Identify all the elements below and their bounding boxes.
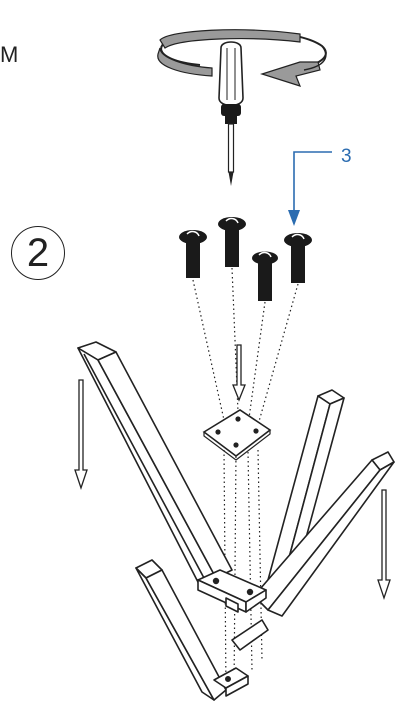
guide-lines (192, 267, 299, 691)
bolt-icon (284, 233, 312, 283)
bolt-icon (252, 251, 278, 301)
step-number: 2 (26, 231, 50, 275)
callout-number: 3 (341, 146, 352, 167)
mounting-plate-icon (202, 409, 272, 461)
screwdriver-icon (218, 41, 244, 186)
down-arrow-icon (377, 489, 391, 601)
rotation-arrow-icon (157, 29, 327, 87)
down-arrow-icon (74, 379, 88, 491)
bolt-icon (218, 217, 246, 267)
leg-icon (77, 341, 233, 587)
down-arrow-icon (232, 344, 246, 402)
leg-icon (253, 451, 395, 617)
leg-icon (135, 559, 227, 701)
callout-leader (288, 151, 332, 226)
corner-text: M (0, 42, 19, 67)
step-number-badge: 2 (11, 226, 65, 280)
bolt-icon (179, 230, 207, 278)
hub-bracket (197, 569, 269, 697)
